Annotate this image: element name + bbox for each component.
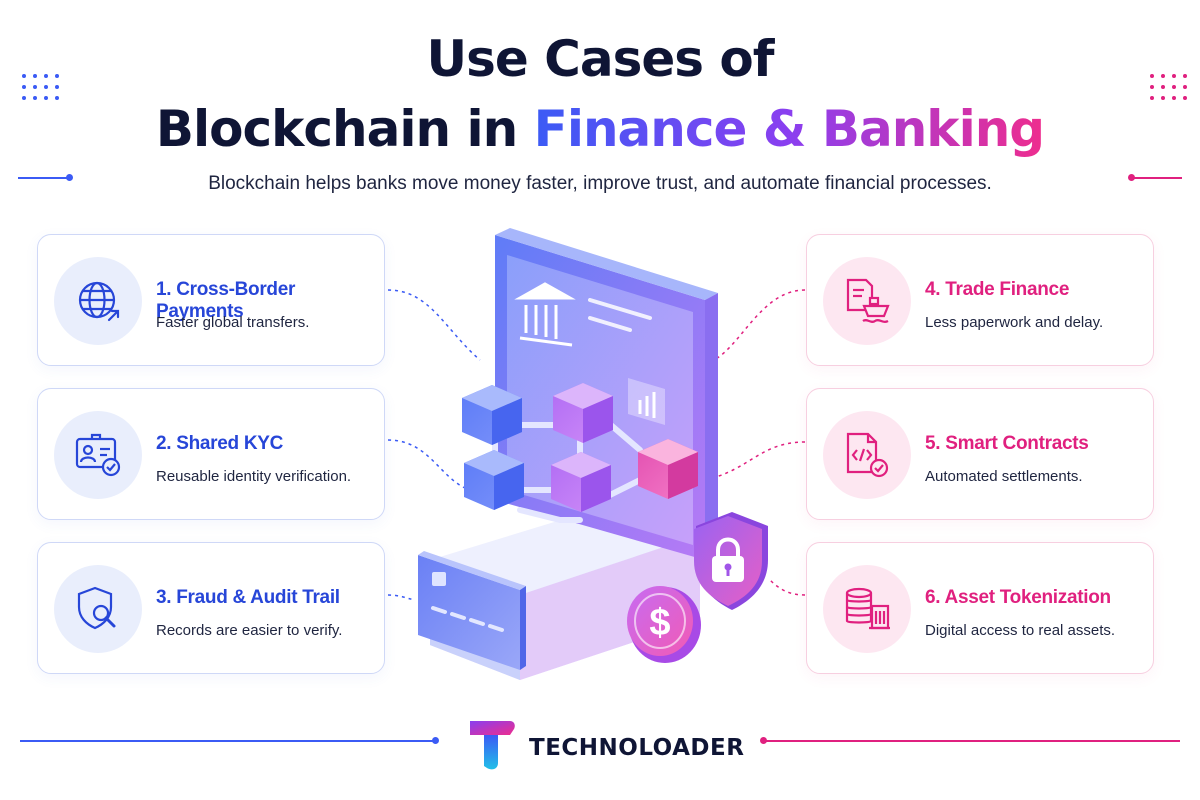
title-plain: Blockchain in	[155, 100, 518, 158]
decor-line-right	[1132, 177, 1182, 179]
use-case-desc-3: Records are easier to verify.	[156, 622, 343, 639]
use-case-card-3: 3. Fraud & Audit Trail Records are easie…	[37, 542, 385, 674]
title-highlight: Finance & Banking	[533, 100, 1045, 158]
use-case-title-4: 4. Trade Finance	[925, 279, 1070, 300]
decor-line-left	[18, 177, 68, 179]
use-case-desc-1: Faster global transfers.	[156, 314, 310, 331]
block-cube	[551, 452, 611, 512]
footer-line-left	[20, 740, 435, 742]
connector-6	[769, 579, 806, 596]
bank-icon	[514, 282, 576, 347]
decor-dots-left	[22, 74, 59, 100]
use-case-desc-4: Less paperwork and delay.	[925, 314, 1104, 331]
globe-transfer-icon	[78, 281, 120, 322]
block-cube	[462, 385, 522, 445]
connector-2	[387, 439, 471, 491]
footer-line-right-dot	[760, 737, 767, 744]
subtitle: Blockchain helps banks move money faster…	[208, 173, 992, 194]
dollar-coin-icon: $	[627, 586, 701, 663]
screen-text-lines	[588, 298, 652, 332]
decor-line-right-dot	[1128, 174, 1135, 181]
use-case-title-2: 2. Shared KYC	[156, 433, 284, 454]
use-case-card-4: 4. Trade Finance Less paperwork and dela…	[806, 234, 1154, 366]
decor-dots-right	[1150, 74, 1187, 100]
connector-4	[709, 289, 806, 363]
use-case-desc-2: Reusable identity verification.	[156, 468, 352, 485]
use-case-desc-6: Digital access to real assets.	[925, 622, 1116, 639]
use-case-title-3: 3. Fraud & Audit Trail	[156, 587, 340, 608]
credit-card-icon	[418, 551, 526, 670]
footer-line-left-dot	[432, 737, 439, 744]
block-cube	[638, 439, 698, 499]
block-cube	[464, 450, 524, 510]
use-case-title-1: 1. Cross-Border Payments	[156, 279, 296, 322]
brand-name: TECHNOLOADER	[529, 735, 745, 761]
use-case-title-6: 6. Asset Tokenization	[925, 587, 1111, 608]
padlock-shield-icon	[694, 512, 768, 610]
title-line-1: Use Cases of	[426, 30, 774, 88]
svg-text:$: $	[649, 602, 670, 644]
connector-3	[387, 594, 416, 601]
use-case-card-2: 2. Shared KYC Reusable identity verifica…	[37, 388, 385, 520]
use-case-desc-5: Automated settlements.	[925, 468, 1083, 485]
use-case-card-6: 6. Asset Tokenization Digital access to …	[806, 542, 1154, 674]
use-case-title-5: 5. Smart Contracts	[925, 433, 1089, 454]
shield-search-icon	[77, 586, 116, 630]
technoloader-logo-icon	[470, 721, 515, 770]
chart-icon	[628, 378, 665, 425]
coins-building-icon	[845, 587, 890, 630]
use-case-card-5: 5. Smart Contracts Automated settlements…	[806, 388, 1154, 520]
title-line-2: Blockchain in Finance & Banking	[0, 100, 1200, 158]
document-ship-icon	[846, 278, 890, 323]
footer-line-right	[765, 740, 1180, 742]
block-cube	[553, 383, 613, 443]
use-case-card-1: 1. Cross-Border Payments Faster global t…	[37, 234, 385, 366]
decor-line-left-dot	[66, 174, 73, 181]
id-card-check-icon	[75, 433, 121, 477]
code-document-check-icon	[846, 432, 889, 478]
